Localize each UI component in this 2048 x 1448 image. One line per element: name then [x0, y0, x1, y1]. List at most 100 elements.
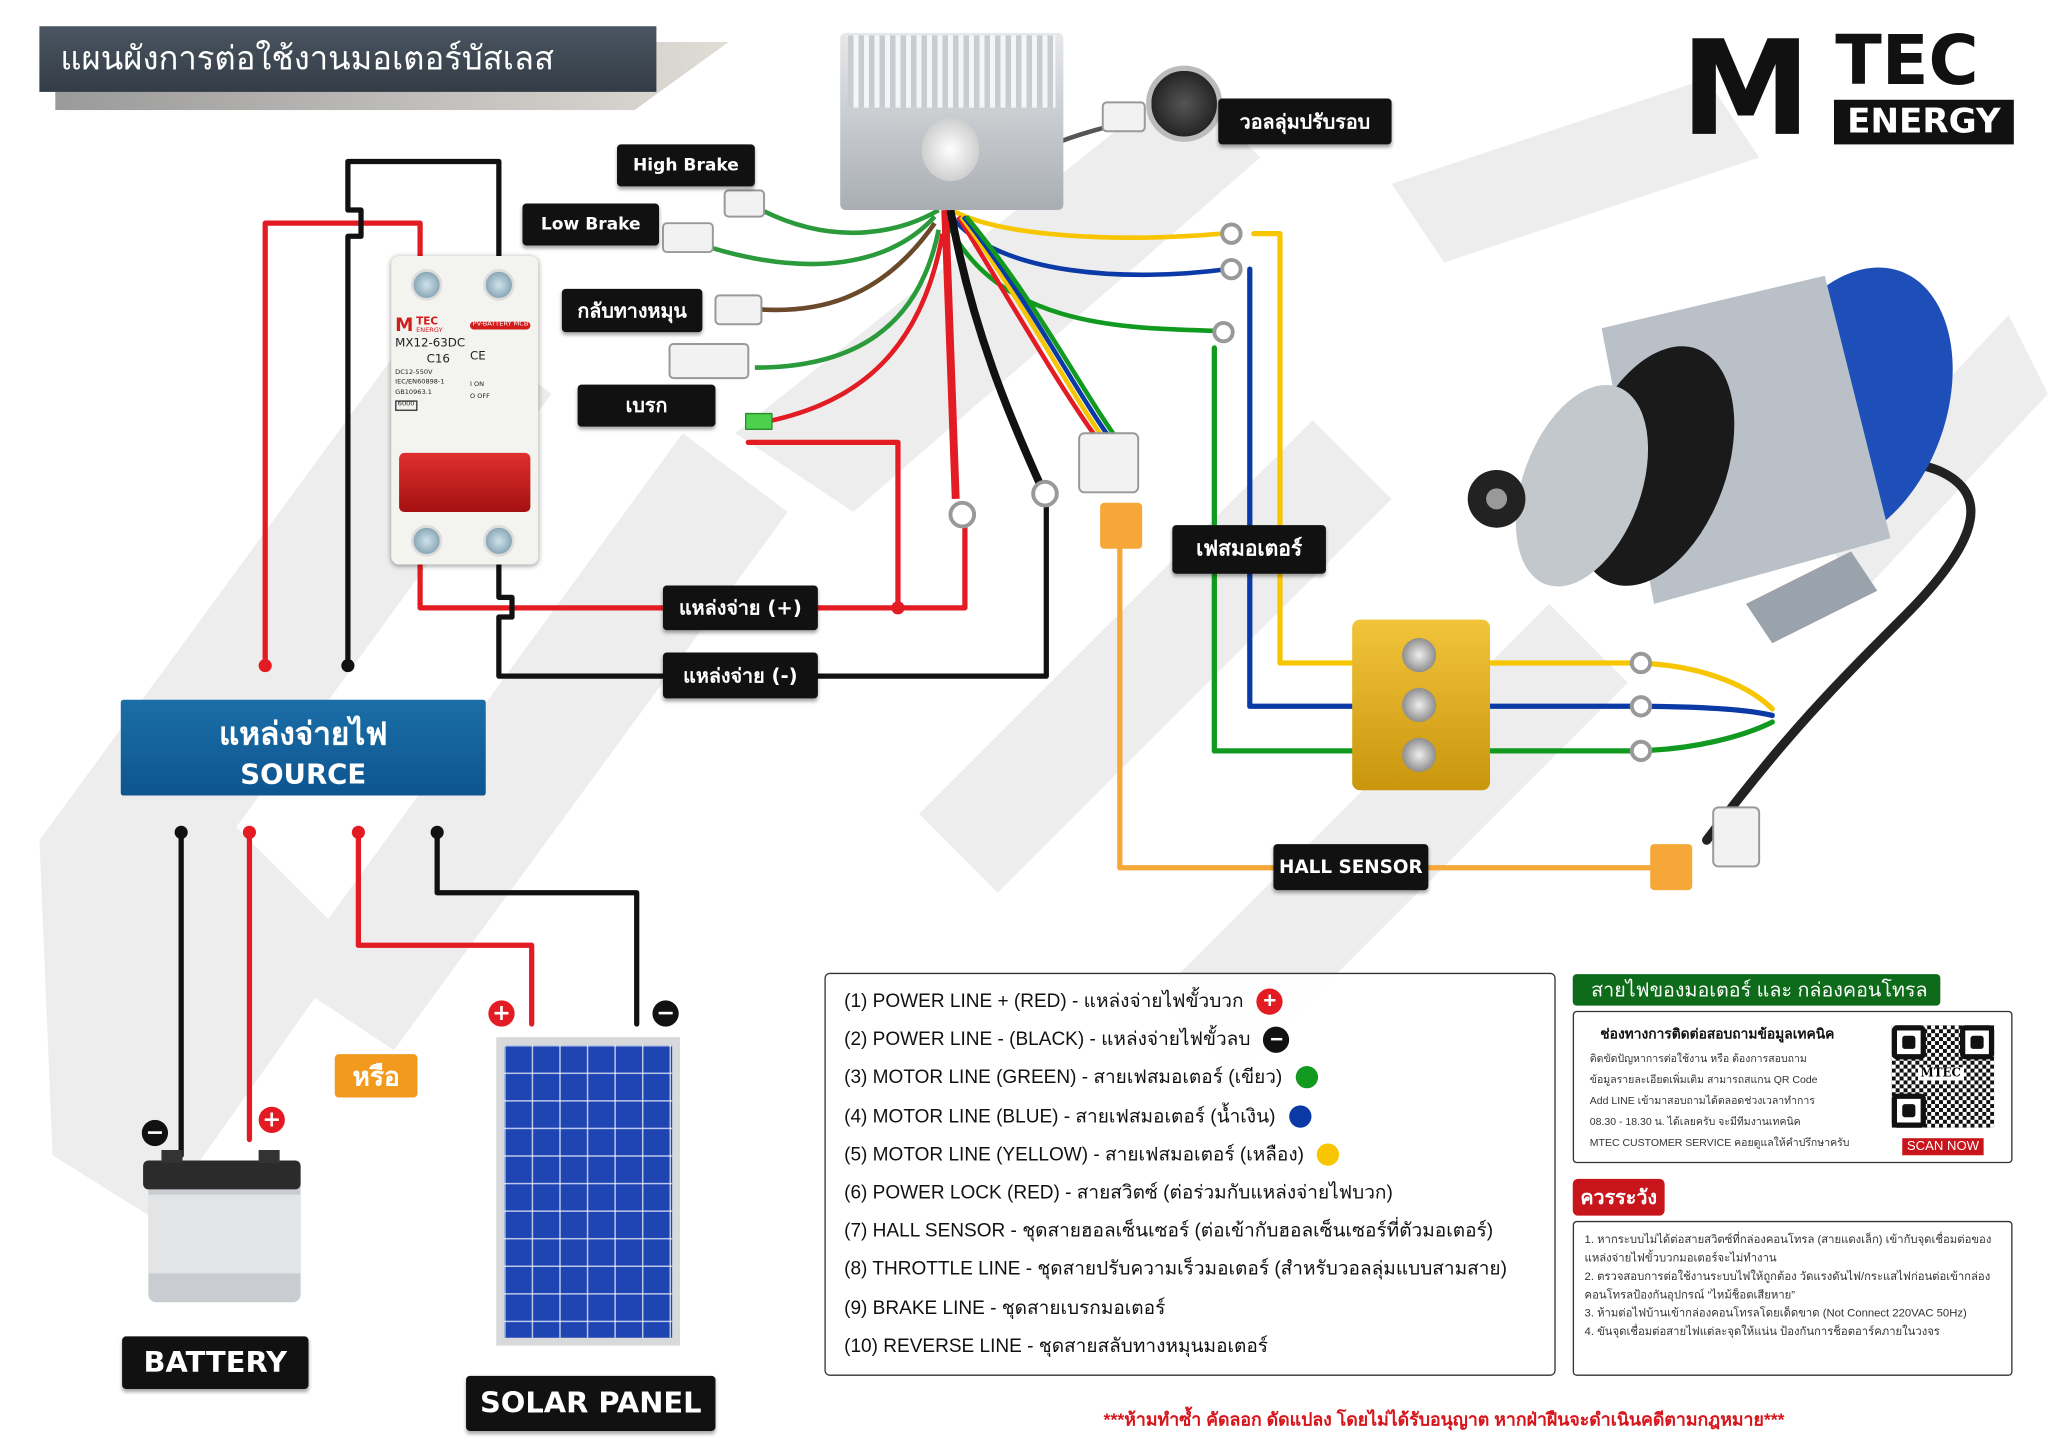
color-dot-icon	[1317, 1143, 1340, 1166]
contact-header: สายไฟของมอเตอร์ และ กล่องคอนโทรล	[1572, 974, 1941, 1006]
plus-icon: +	[1256, 988, 1283, 1015]
warning-item: 4. ขันจุดเชื่อมต่อสายไฟแต่ละจุดให้แน่น ป…	[1584, 1324, 1940, 1338]
legend-item-text: (5) MOTOR LINE (YELLOW) - สายเฟสมอเตอร์ …	[844, 1144, 1305, 1166]
color-dot-icon	[1295, 1066, 1318, 1089]
battery-minus-icon: −	[141, 1119, 169, 1147]
battery-plus-icon: +	[258, 1106, 285, 1133]
breaker-tag: PV-BATTERY MCB	[469, 321, 531, 330]
wire-phase-green	[945, 222, 1215, 334]
junction-dots	[174, 601, 905, 839]
legend-item: (4) MOTOR LINE (BLUE) - สายเฟสมอเตอร์ (น…	[844, 1097, 1536, 1135]
warning-item: 2. ตรวจสอบการต่อใช้งานระบบไฟให้ถูกต้อง ว…	[1584, 1269, 1991, 1301]
legend-item: (1) POWER LINE + (RED) - แหล่งจ่ายไฟขั้ว…	[844, 982, 1536, 1020]
warning-item: 3. ห้ามต่อไฟบ้านเข้ากล่องคอนโทรลโดยเด็ดข…	[1584, 1306, 1967, 1320]
legend-item-text: (6) POWER LOCK (RED) - สายสวิตซ์ (ต่อร่ว…	[844, 1182, 1393, 1204]
wire-brake	[754, 229, 941, 370]
contact-title: ช่องทางการติดต่อสอบถามข้อมูลเทคนิค	[1600, 1026, 1835, 1043]
legend-item: (9) BRAKE LINE - ชุดสายเบรกมอเตอร์	[844, 1289, 1536, 1327]
high-brake-label: High Brake	[617, 144, 755, 187]
warning-box: 1. หากระบบไม่ได้ต่อสายสวิตซ์ที่กล่องคอนโ…	[1572, 1220, 2013, 1376]
legend-item-text: (2) POWER LINE - (BLACK) - แหล่งจ่ายไฟขั…	[844, 1029, 1251, 1051]
hall-sensor-wire	[1117, 546, 1653, 871]
color-dot-icon	[1288, 1104, 1311, 1128]
controller-box	[840, 32, 1064, 211]
wire-hall	[959, 215, 1112, 448]
wire-high-brake	[760, 207, 940, 236]
warning-item: 1. หากระบบไม่ได้ต่อสายสวิตซ์ที่กล่องคอนโ…	[1584, 1232, 1992, 1265]
wire-battery-minus	[946, 209, 1048, 494]
motor-phase-label: เฟสมอเตอร์	[1172, 525, 1326, 574]
legend-item: (7) HALL SENSOR - ชุดสายฮอลเซ็นเซอร์ (ต่…	[844, 1212, 1536, 1250]
supply-minus-label: แหล่งจ่าย (-)	[662, 652, 818, 699]
wire-reverse	[748, 221, 937, 313]
wire-solar-black	[434, 829, 640, 1027]
wire-red-source	[262, 220, 423, 669]
contact-line: ข้อมูลรายละเอียดเพิ่มเติม สามารถสแกน QR …	[1589, 1073, 1818, 1086]
wire-power-lock	[760, 233, 945, 425]
hall-connector-controller	[1100, 502, 1143, 549]
legend-item: (3) MOTOR LINE (GREEN) - สายเฟสมอเตอร์ (…	[844, 1059, 1536, 1097]
or-label: หรือ	[334, 1054, 418, 1098]
phase-blue	[1247, 266, 1368, 709]
power-lock-connector	[745, 412, 773, 430]
contact-line: 08.30 - 18.30 น. ได้เลยครับ จะมีทีมงานเท…	[1589, 1115, 1801, 1128]
contact-box: ช่องทางการติดต่อสอบถามข้อมูลเทคนิค ติดขั…	[1572, 1010, 2013, 1164]
wire-solar-red	[355, 829, 535, 1027]
battery-label: BATTERY	[122, 1336, 309, 1389]
legend-item: (8) THROTTLE LINE - ชุดสายปรับความเร็วมอ…	[844, 1250, 1536, 1288]
bldc-motor-image	[1467, 267, 1953, 644]
solar-plus-icon: +	[488, 1000, 515, 1027]
reverse-label: กลับทางหมุน	[561, 288, 703, 333]
breaker-model: MX12-63DC	[395, 337, 466, 351]
wire-hall	[964, 215, 1125, 448]
phase-green	[1211, 345, 1368, 754]
phase-blue-motor	[1480, 703, 1775, 719]
solar-panel-image	[496, 1037, 681, 1346]
wire-black-source	[345, 158, 502, 669]
connectors	[661, 101, 1761, 868]
contact-line: ติดขัดปัญหาการต่อใช้งาน หรือ ต้องการสอบถ…	[1589, 1052, 1807, 1065]
qr-code[interactable]: MTEC	[1891, 1025, 1995, 1128]
wire-battery-plus	[941, 209, 960, 500]
ring-terminals	[948, 222, 1653, 763]
throttle-knob	[1146, 65, 1223, 142]
legend-item-text: (8) THROTTLE LINE - ชุดสายปรับความเร็วมอ…	[844, 1259, 1507, 1281]
circuit-breaker: M TEC ENERGY MX12-63DC C16 DC12-550V IEC…	[391, 255, 539, 565]
legend-item-text: (7) HALL SENSOR - ชุดสายฮอลเซ็นเซอร์ (ต่…	[844, 1221, 1494, 1243]
warning-header: ควรระวัง	[1572, 1178, 1665, 1216]
page-title: แผนผังการต่อใช้งานมอเตอร์บัสเลส	[39, 26, 657, 92]
source-box: แหล่งจ่ายไฟ SOURCE	[120, 699, 486, 796]
breaker-brand: M TEC ENERGY	[395, 315, 443, 337]
legend-item-text: (4) MOTOR LINE (BLUE) - สายเฟสมอเตอร์ (น…	[844, 1106, 1276, 1128]
hall-connector-motor	[1650, 844, 1693, 891]
phase-yellow-motor	[1480, 660, 1775, 712]
legend-item: (2) POWER LINE - (BLACK) - แหล่งจ่ายไฟขั…	[844, 1020, 1536, 1058]
solar-minus-icon: −	[652, 1000, 679, 1027]
phase-green-motor	[1480, 719, 1775, 754]
wire-hall	[956, 215, 1105, 448]
terminal-block	[1352, 619, 1491, 791]
legend-item: (10) REVERSE LINE - ชุดสายสลับทางหมุนมอเ…	[844, 1327, 1536, 1365]
wire-low-brake	[695, 215, 937, 267]
qr-logo-text: MTEC	[1918, 1067, 1964, 1081]
minus-icon: −	[1263, 1026, 1290, 1053]
brake-label: เบรก	[577, 384, 716, 427]
low-brake-label: Low Brake	[522, 203, 660, 246]
legend-item-text: (3) MOTOR LINE (GREEN) - สายเฟสมอเตอร์ (…	[844, 1067, 1283, 1089]
breaker-handle[interactable]	[399, 452, 531, 512]
throttle-label: วอลลุ่มปรับรอบ	[1218, 98, 1392, 145]
breaker-rating: C16	[426, 353, 450, 367]
contact-line: MTEC CUSTOMER SERVICE คอยดูแลให้คำปรึกษา…	[1589, 1136, 1850, 1149]
hall-sensor-label: HALL SENSOR	[1273, 844, 1429, 891]
wire-legend: (1) POWER LINE + (RED) - แหล่งจ่ายไฟขั้ว…	[824, 972, 1556, 1376]
legend-item-text: (10) REVERSE LINE - ชุดสายสลับทางหมุนมอเ…	[844, 1336, 1269, 1358]
wire-phase-yellow	[950, 208, 1222, 240]
contact-text: ติดขัดปัญหาการต่อใช้งาน หรือ ต้องการสอบถ…	[1590, 1049, 1881, 1154]
scan-now-badge: SCAN NOW	[1902, 1138, 1984, 1156]
legend-item-text: (1) POWER LINE + (RED) - แหล่งจ่ายไฟขั้ว…	[844, 991, 1244, 1013]
contact-line: Add LINE เข้ามาสอบถามได้ตลอดช่วงเวลาทำกา…	[1589, 1094, 1815, 1107]
legend-item: (6) POWER LOCK (RED) - สายสวิตซ์ (ต่อร่ว…	[844, 1174, 1536, 1212]
copyright-notice: ***ห้ามทำซ้ำ คัดลอก ดัดแปลง โดยไม่ได้รับ…	[1103, 1409, 1785, 1430]
solar-panel-label: SOLAR PANEL	[466, 1375, 716, 1431]
